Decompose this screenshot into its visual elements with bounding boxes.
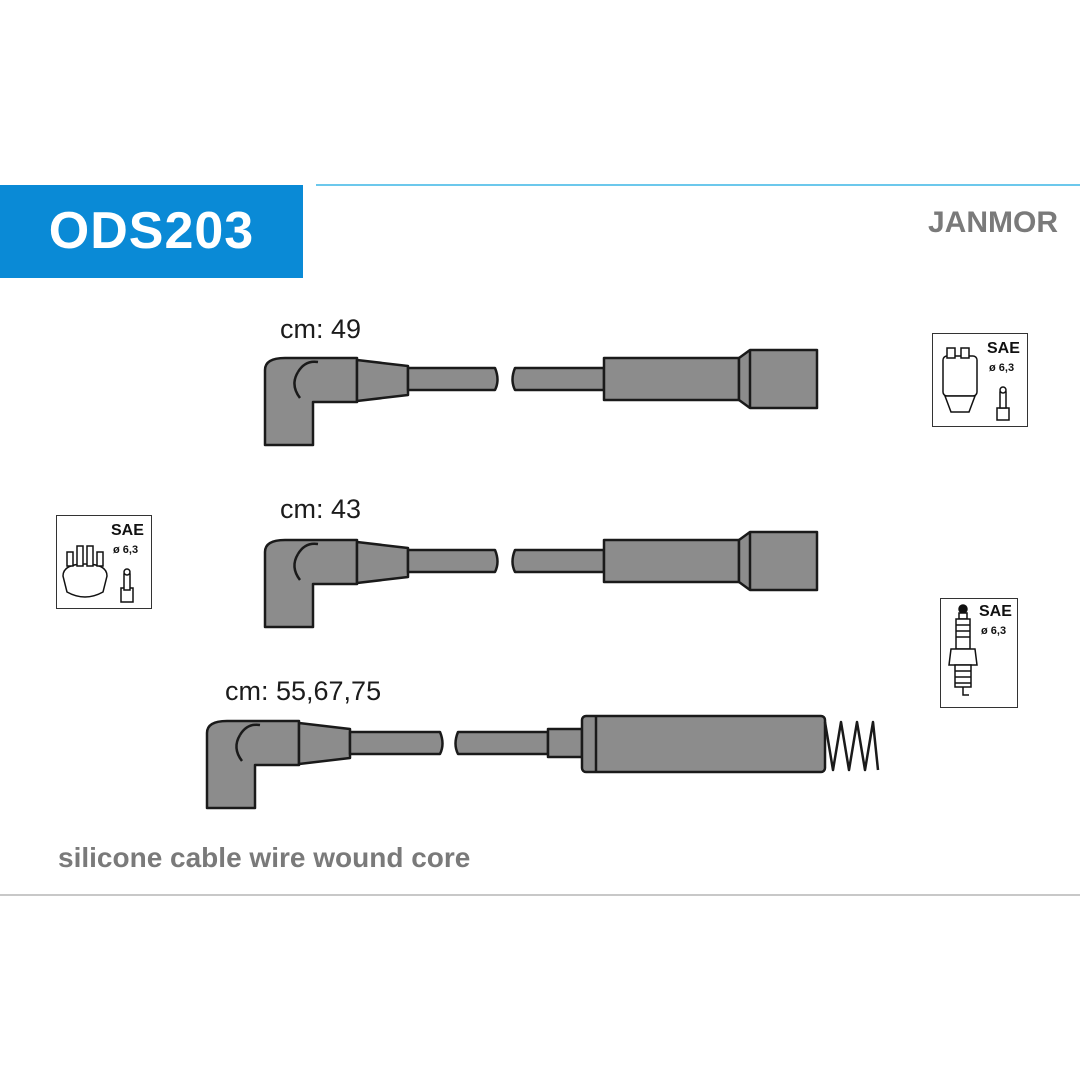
wire-3-length: cm: 55,67,75 <box>225 676 382 706</box>
wire-3-terminal-tube <box>580 714 827 774</box>
header-code-box <box>0 185 303 278</box>
wire-3 <box>205 714 880 810</box>
wire-1-cable-right <box>511 366 606 392</box>
wire-2 <box>263 530 819 629</box>
wire-1-terminal-body <box>602 356 741 402</box>
wire-3-spring <box>823 720 880 772</box>
wire-3-boot-angled <box>205 719 301 810</box>
spark-plug-icon <box>948 604 978 696</box>
distributor-pictogram: SAE ø 6,3 <box>56 515 152 609</box>
wire-1-boot-angled <box>263 356 359 447</box>
footer-rule <box>0 894 1080 896</box>
brand-name: JANMOR <box>927 206 1058 239</box>
wire-1-cable-left <box>406 366 499 392</box>
product-code: ODS203 <box>48 202 255 260</box>
coil-sae-label: SAE <box>987 340 1020 357</box>
distributor-cap-icon <box>62 545 134 603</box>
wire-1-boot-collar <box>355 358 410 403</box>
coil-diameter-label: ø 6,3 <box>989 362 1015 374</box>
wire-1 <box>263 348 819 447</box>
wire-2-terminal-body <box>602 538 741 584</box>
wire-1-length: cm: 49 <box>280 314 362 344</box>
spark-plug-sae-label: SAE <box>979 603 1012 620</box>
wire-2-cable-right <box>511 548 606 574</box>
wire-3-cable-right <box>454 730 550 756</box>
spark-plug-pictogram: SAE ø 6,3 <box>940 598 1018 708</box>
spark-plug-diameter-label: ø 6,3 <box>981 625 1007 637</box>
wire-2-length: cm: 43 <box>280 494 362 524</box>
coil-pictogram: SAE ø 6,3 <box>932 333 1028 427</box>
wire-3-boot-collar <box>297 721 352 766</box>
coil-icon <box>942 347 1010 421</box>
distributor-sae-label: SAE <box>111 522 144 539</box>
wire-2-boot-angled <box>263 538 359 629</box>
wire-2-boot-collar <box>355 540 410 585</box>
wire-3-terminal-neck <box>546 727 584 759</box>
header-rule <box>316 184 1080 186</box>
wire-3-cable-left <box>348 730 444 756</box>
wire-2-cable-left <box>406 548 499 574</box>
cable-description: silicone cable wire wound core <box>58 842 471 873</box>
distributor-diameter-label: ø 6,3 <box>113 544 139 556</box>
